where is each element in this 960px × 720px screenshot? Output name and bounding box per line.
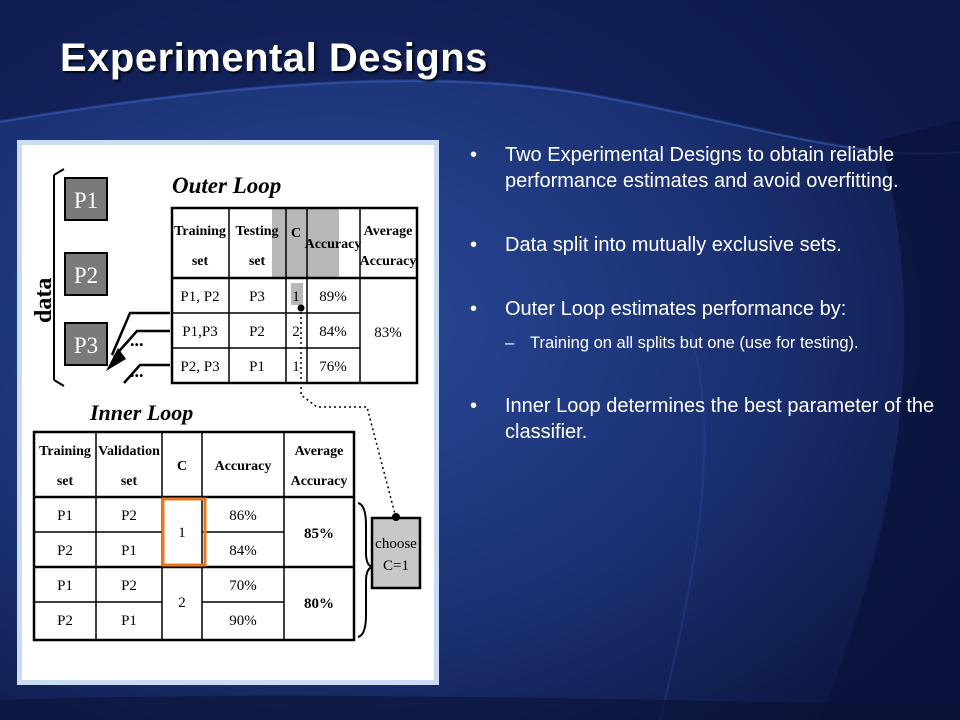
outer-header-accuracy: Accuracy — [305, 237, 362, 252]
outer-header-training-2: set — [192, 254, 209, 269]
inner-header-validation-2: set — [121, 474, 138, 489]
bullet-dot: • — [470, 298, 478, 320]
inner-header-training-1: Training — [39, 444, 91, 459]
figure-drawing: data P1 P2 P3 Outer Loop — [31, 168, 422, 642]
inner-header-average-1: Average — [295, 444, 344, 459]
bullet-spacer — [470, 355, 940, 393]
outer-header-average-2: Accuracy — [360, 254, 417, 269]
bullet-item: • Outer Loop estimates performance by: — [470, 296, 940, 322]
inner-header-validation-1: Validation — [98, 444, 160, 459]
feedback-arrows — [110, 311, 170, 384]
outer-average-value: 83% — [374, 325, 402, 341]
sub-bullet-dash: – — [505, 334, 515, 352]
outer-row-2-testing: P2 — [249, 324, 265, 340]
ellipsis-1: ... — [130, 330, 144, 350]
bullet-item: • Data split into mutually exclusive set… — [470, 232, 940, 258]
inner-row-3-accuracy: 70% — [229, 578, 257, 594]
inner-c-value-1: 1 — [178, 525, 186, 541]
bullet-spacer — [470, 194, 940, 232]
inner-row-4-accuracy: 90% — [229, 613, 257, 629]
outer-header-testing-1: Testing — [235, 224, 278, 239]
bullet-list: • Two Experimental Designs to obtain rel… — [470, 142, 940, 445]
choose-label-1: choose — [375, 536, 417, 552]
outer-row-3-training: P2, P3 — [180, 359, 219, 375]
bullet-dot: • — [470, 395, 478, 417]
bullet-text: Inner Loop determines the best parameter… — [505, 395, 935, 443]
inner-row-3-training: P1 — [57, 578, 73, 594]
inner-row-1-validation: P2 — [121, 508, 137, 524]
inner-loop-title: Inner Loop — [89, 400, 193, 425]
bullet-item: • Two Experimental Designs to obtain rel… — [470, 142, 940, 194]
outer-row-1-c: 1 — [292, 289, 300, 305]
inner-loop-brace — [357, 502, 376, 638]
outer-row-2-accuracy: 84% — [319, 324, 347, 340]
best-c-highlight — [161, 497, 207, 567]
bullet-item: • Inner Loop determines the best paramet… — [470, 393, 940, 445]
split-box-p1: P1 — [64, 177, 108, 221]
connector-dot-bottom — [392, 513, 400, 521]
inner-average-1: 85% — [304, 526, 334, 542]
choose-label-2: C=1 — [383, 558, 409, 574]
outer-row-1-accuracy: 89% — [319, 289, 347, 305]
inner-header-training-2: set — [57, 474, 74, 489]
choose-box — [370, 516, 422, 590]
inner-row-3-validation: P2 — [121, 578, 137, 594]
inner-row-1-accuracy: 86% — [229, 508, 257, 524]
inner-c-value-2: 2 — [178, 595, 186, 611]
selection-connector — [300, 307, 397, 519]
inner-row-2-training: P2 — [57, 543, 73, 559]
outer-row-3-c: 1 — [292, 359, 300, 375]
bullet-text: Two Experimental Designs to obtain relia… — [505, 144, 899, 192]
inner-row-1-training: P1 — [57, 508, 73, 524]
svg-text:P1: P1 — [74, 188, 98, 213]
inner-row-4-training: P2 — [57, 613, 73, 629]
inner-row-2-validation: P1 — [121, 543, 137, 559]
outer-row-2-c: 2 — [292, 324, 300, 340]
outer-row-1-testing: P3 — [249, 289, 265, 305]
inner-header-accuracy: Accuracy — [215, 459, 272, 474]
inner-header-average-2: Accuracy — [291, 474, 348, 489]
outer-header-testing-2: set — [249, 254, 266, 269]
ellipsis-2: ... — [130, 361, 144, 381]
bullet-dot: • — [470, 234, 478, 256]
outer-row-3-testing: P1 — [249, 359, 265, 375]
split-box-p3: P3 — [64, 322, 108, 366]
inner-average-2: 80% — [304, 596, 334, 612]
experimental-design-figure: data P1 P2 P3 Outer Loop — [17, 140, 439, 685]
outer-row-1-training: P1, P2 — [180, 289, 219, 305]
outer-row-2-training: P1,P3 — [182, 324, 217, 340]
connector-dot-top — [297, 304, 305, 312]
outer-header-average-1: Average — [364, 224, 413, 239]
bullet-text: Outer Loop estimates performance by: — [505, 298, 847, 320]
outer-loop-table — [170, 206, 419, 385]
outer-row-3-accuracy: 76% — [319, 359, 347, 375]
split-box-p2: P2 — [64, 252, 108, 296]
outer-header-c: C — [291, 226, 301, 241]
svg-text:P2: P2 — [74, 263, 98, 288]
outer-loop-title: Outer Loop — [172, 173, 281, 198]
bullet-text: Data split into mutually exclusive sets. — [505, 234, 842, 256]
arrow-head — [106, 348, 126, 371]
outer-header-training-1: Training — [174, 224, 226, 239]
inner-row-4-validation: P1 — [121, 613, 137, 629]
sub-bullet-text: Training on all splits but one (use for … — [530, 334, 859, 352]
sub-bullet-item: – Training on all splits but one (use fo… — [470, 332, 940, 355]
bullet-dot: • — [470, 144, 478, 166]
data-label: data — [31, 278, 57, 323]
inner-row-2-accuracy: 84% — [229, 543, 257, 559]
slide-title: Experimental Designs — [60, 36, 488, 80]
bullet-spacer — [470, 258, 940, 296]
svg-text:P3: P3 — [74, 333, 98, 358]
inner-header-c: C — [177, 459, 187, 474]
